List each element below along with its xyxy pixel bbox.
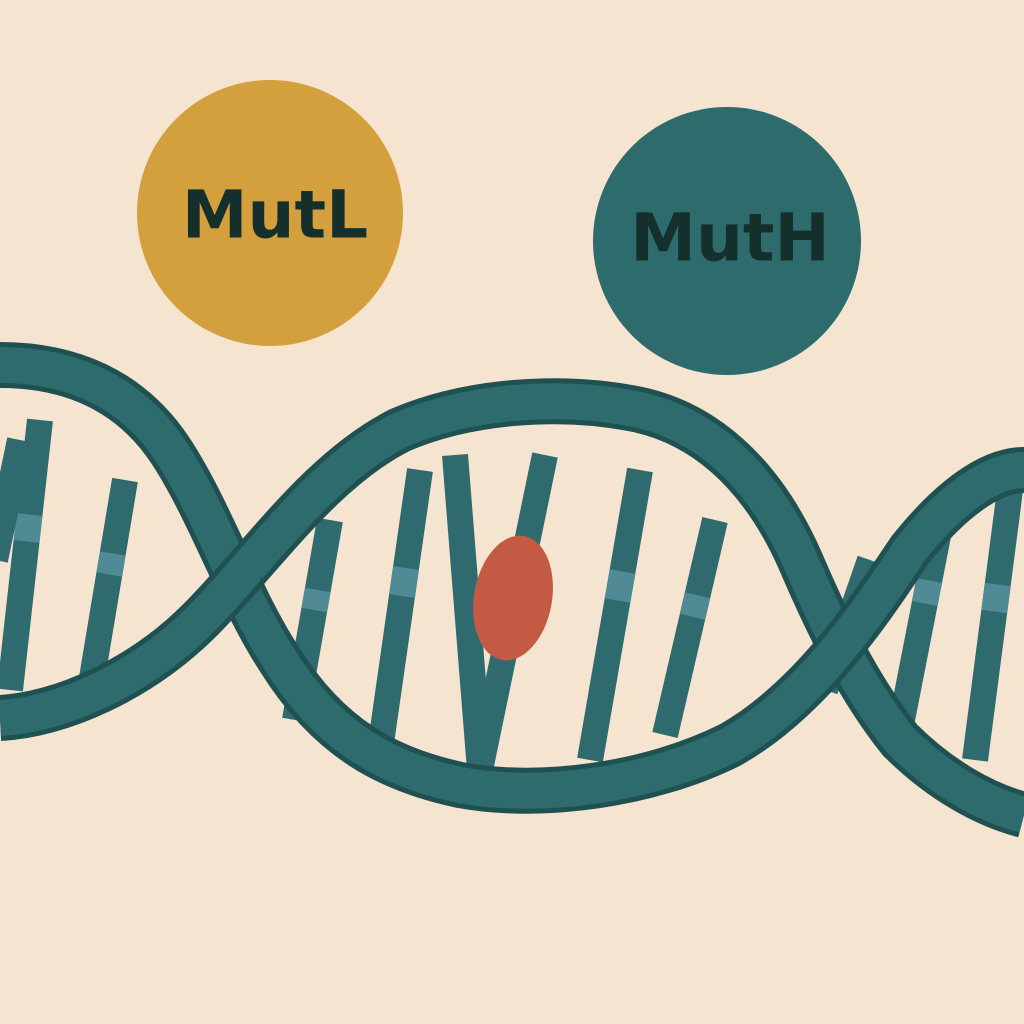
mutl-circle-icon bbox=[137, 80, 403, 346]
mismatch-oval-icon bbox=[473, 535, 553, 661]
base-pair-highlight bbox=[13, 513, 43, 543]
base-pair-rung bbox=[367, 468, 433, 752]
dna-double-helix-icon bbox=[0, 342, 1024, 838]
base-pair-rung bbox=[77, 477, 138, 693]
base-pair-highlight bbox=[679, 592, 711, 620]
base-pair-rung bbox=[962, 488, 1023, 762]
base-pair-rung bbox=[442, 453, 493, 772]
mutl-label: MutL bbox=[182, 177, 368, 254]
muth-label: MutH bbox=[630, 200, 829, 277]
base-pair-highlight bbox=[911, 578, 943, 606]
base-pair-rung bbox=[652, 517, 728, 738]
mutl-protein: MutL bbox=[137, 80, 403, 346]
base-pair-rungs bbox=[0, 418, 1023, 773]
muth-circle-icon bbox=[593, 107, 861, 375]
base-pair-rung bbox=[0, 418, 53, 692]
base-pair-rung bbox=[0, 437, 33, 563]
strand-a bbox=[0, 347, 1024, 809]
base-pair-rung bbox=[577, 467, 653, 763]
base-pair-highlight bbox=[981, 582, 1011, 614]
base-pair-highlight bbox=[389, 566, 419, 598]
strand-b-crossing bbox=[170, 540, 260, 650]
base-pair-highlight bbox=[96, 551, 126, 577]
base-pair-highlight bbox=[301, 587, 331, 613]
muth-protein: MutH bbox=[593, 107, 861, 375]
base-pair-highlight bbox=[604, 569, 636, 603]
